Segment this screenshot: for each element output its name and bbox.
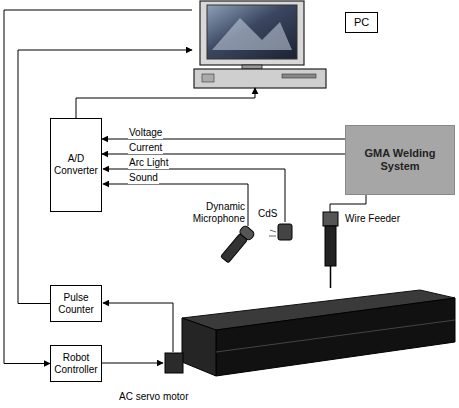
node-text: A/D Converter [51, 153, 101, 177]
part-name: Dynamic Microphone [160, 201, 246, 224]
signal-connector [76, 88, 255, 118]
part-name: AC servo motor [118, 391, 189, 403]
computer-illustration [194, 1, 326, 88]
node-text: Pulse Counter [51, 292, 101, 316]
signal-name: Sound [128, 172, 159, 184]
converter-box: A/D Converter [50, 118, 102, 212]
signal-connector [102, 139, 345, 140]
node-text: PC [345, 12, 378, 33]
signal-connector [4, 10, 192, 364]
controller-box: Robot Controller [50, 345, 102, 382]
counter-box: Pulse Counter [50, 285, 102, 322]
signal-connector [102, 154, 345, 155]
robot-table [165, 290, 455, 376]
part-name: CdS [257, 208, 278, 220]
servo-motor [165, 353, 183, 373]
cds-sensor-icon [269, 224, 292, 240]
signal-name: Arc Light [128, 157, 169, 169]
node-text: Robot Controller [51, 352, 101, 376]
microphone-icon [219, 225, 255, 265]
computer-node: PC [192, 0, 326, 88]
part-name: Wire Feeder [344, 213, 401, 225]
wire-feeder-icon [323, 212, 338, 288]
node-text: GMA Welding System [346, 147, 454, 173]
welding-system-box: GMA Welding System [345, 125, 455, 195]
signal-name: Voltage [128, 127, 163, 139]
signal-connector [18, 50, 192, 304]
signal-name: Current [128, 142, 163, 154]
